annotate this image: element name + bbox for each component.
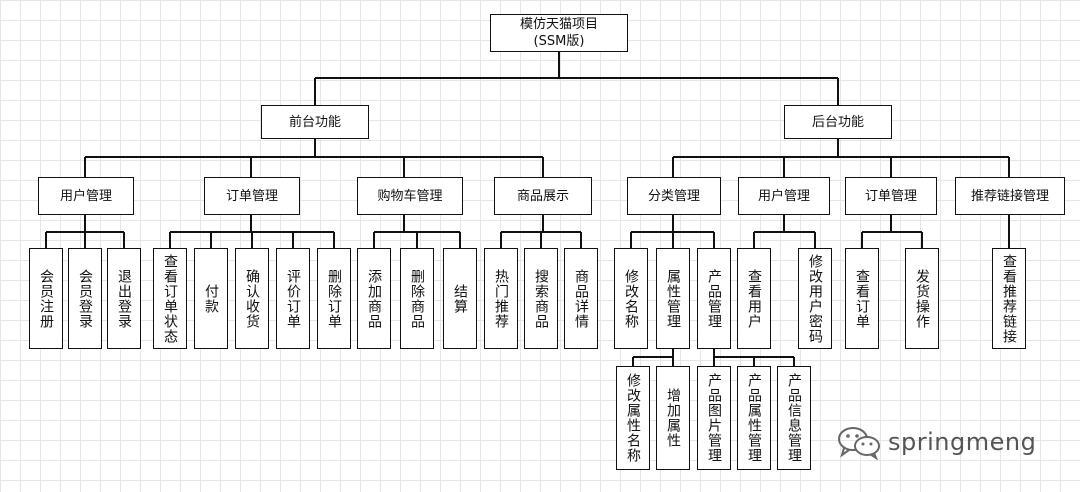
rename-attribute-leaf: 修改属性名称	[616, 366, 650, 470]
back-order-management-node: 订单管理	[845, 177, 937, 215]
product-image-management-leaf: 产品图片管理	[697, 366, 731, 470]
delete-order-leaf: 删除订单	[317, 248, 351, 349]
rename-category-leaf: 修改名称	[614, 248, 648, 349]
confirm-receipt-leaf: 确认收货	[235, 248, 269, 349]
hot-recommend-leaf: 热门推荐	[484, 248, 518, 349]
remove-product-leaf: 删除商品	[400, 248, 434, 349]
register-leaf: 会员注册	[29, 248, 63, 349]
logout-leaf: 退出登录	[107, 248, 141, 349]
watermark: springmeng	[836, 424, 1036, 460]
product-attribute-management-leaf: 产品属性管理	[737, 366, 771, 470]
front-functions-node: 前台功能	[261, 105, 369, 139]
view-orders-leaf: 查看订单	[845, 248, 879, 349]
add-attribute-leaf: 增加属性	[656, 366, 690, 470]
front-user-management-node: 用户管理	[38, 177, 134, 215]
ship-order-leaf: 发货操作	[905, 248, 939, 349]
product-display-node: 商品展示	[494, 177, 592, 215]
search-product-leaf: 搜索商品	[524, 248, 558, 349]
project-root-node: 模仿天猫项目 (SSM版)	[490, 14, 628, 52]
view-order-status-leaf: 查看订单状态	[153, 248, 187, 349]
product-management-leaf: 产品管理	[697, 248, 731, 349]
change-password-leaf: 修改用户密码	[798, 248, 832, 349]
back-user-management-node: 用户管理	[738, 177, 830, 215]
wechat-icon	[838, 427, 880, 460]
login-leaf: 会员登录	[68, 248, 102, 349]
add-product-leaf: 添加商品	[357, 248, 391, 349]
attribute-management-leaf: 属性管理	[656, 248, 690, 349]
payment-leaf: 付款	[194, 248, 228, 349]
watermark-text: springmeng	[888, 428, 1037, 456]
review-order-leaf: 评价订单	[276, 248, 310, 349]
cart-management-node: 购物车管理	[357, 177, 463, 215]
view-recommend-links-leaf: 查看推荐链接	[992, 248, 1026, 349]
category-management-node: 分类管理	[627, 177, 721, 215]
recommend-link-management-node: 推荐链接管理	[955, 177, 1065, 215]
front-order-management-node: 订单管理	[204, 177, 300, 215]
view-users-leaf: 查看用户	[737, 248, 771, 349]
checkout-leaf: 结算	[443, 248, 477, 349]
back-functions-node: 后台功能	[784, 105, 892, 139]
product-info-management-leaf: 产品信息管理	[777, 366, 811, 470]
product-detail-leaf: 商品详情	[564, 248, 598, 349]
